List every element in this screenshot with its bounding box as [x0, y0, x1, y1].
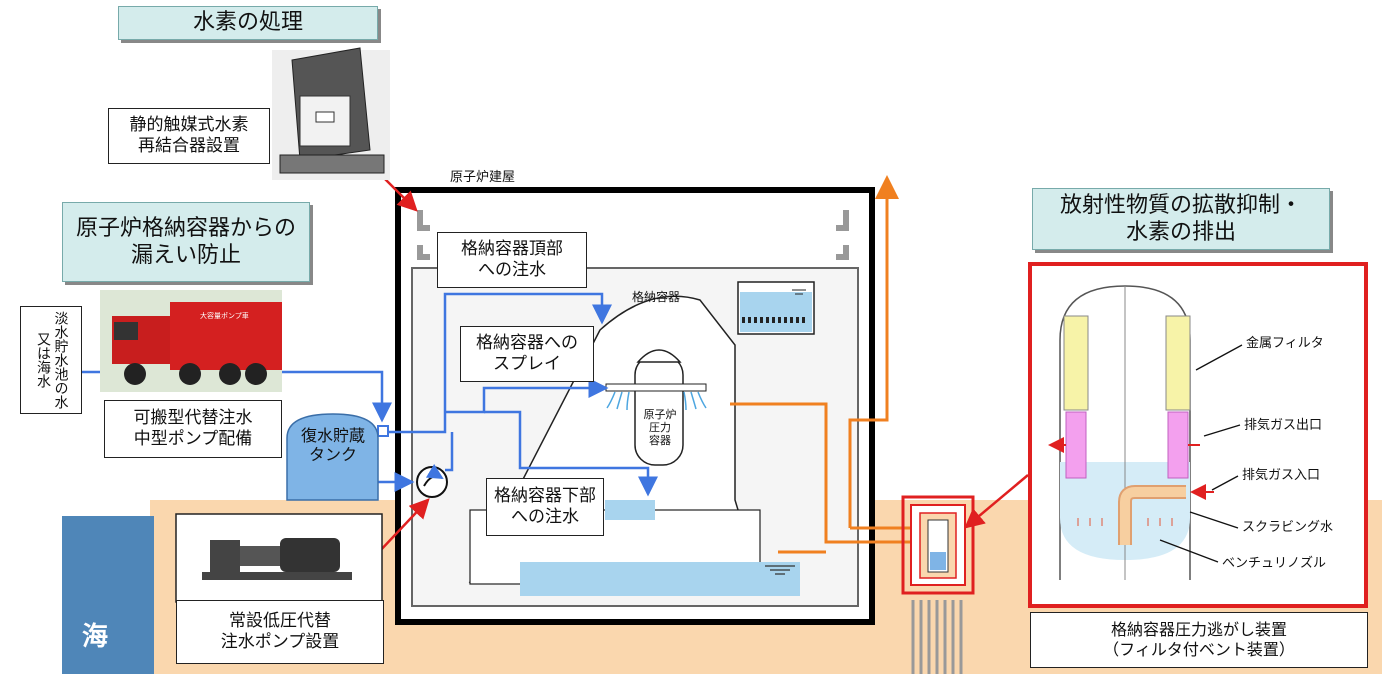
- sea-area: [62, 516, 154, 674]
- scrubbing-water-label: スクラビング水: [1242, 520, 1334, 535]
- catalyst-label: 静的触媒式水素 再結合器設置: [108, 108, 270, 164]
- containment-label: 格納容器: [632, 290, 681, 304]
- catalyst-recombiner-image: [272, 47, 390, 180]
- exhaust-out-label: 排気ガス出口: [1244, 418, 1323, 433]
- low-pressure-pump-image: [175, 513, 383, 603]
- containment-bottom-water-label: 格納容器下部 への注水: [486, 478, 604, 536]
- filter-vent-unit: [901, 495, 975, 674]
- condensate-tank: [286, 413, 379, 501]
- suppression-pool: [520, 562, 800, 596]
- title-release-hydrogen: 放射性物質の拡散抑制・ 水素の排出: [1032, 188, 1330, 250]
- exhaust-in-label: 排気ガス入口: [1242, 468, 1321, 483]
- title-leak-prevention: 原子炉格納容器からの 漏えい防止: [62, 202, 310, 282]
- condensate-tank-label: 復水貯蔵 タンク: [300, 426, 365, 465]
- water-source-label: 淡水貯水池の水 又は海水: [20, 306, 82, 414]
- filter-vessel-cutaway: [1048, 285, 1214, 580]
- sea-label: 海: [82, 622, 109, 652]
- pressure-vessel-label: 原子炉 圧力 容器: [643, 408, 677, 448]
- filter-vent-label: 格納容器圧力逃がし装置 （フィルタ付ベント装置）: [1030, 612, 1368, 668]
- pump-symbol: [416, 466, 448, 498]
- reactor-building-label: 原子炉建屋: [450, 170, 516, 185]
- permanent-pump-label: 常設低圧代替 注水ポンプ設置: [176, 600, 384, 664]
- metal-filter-label: 金属フィルタ: [1246, 336, 1324, 351]
- fire-truck-text: 大容量ポンプ車: [200, 311, 249, 320]
- portable-pump-label: 可搬型代替注水 中型ポンプ配備: [104, 400, 282, 458]
- containment-top-water-label: 格納容器頂部 への注水: [437, 232, 587, 288]
- venturi-nozzle-label: ベンチュリノズル: [1222, 556, 1327, 571]
- containment-spray-label: 格納容器への スプレイ: [460, 326, 594, 382]
- fire-truck-image: 大容量ポンプ車: [100, 290, 282, 392]
- title-hydrogen-treatment: 水素の処理: [118, 6, 378, 40]
